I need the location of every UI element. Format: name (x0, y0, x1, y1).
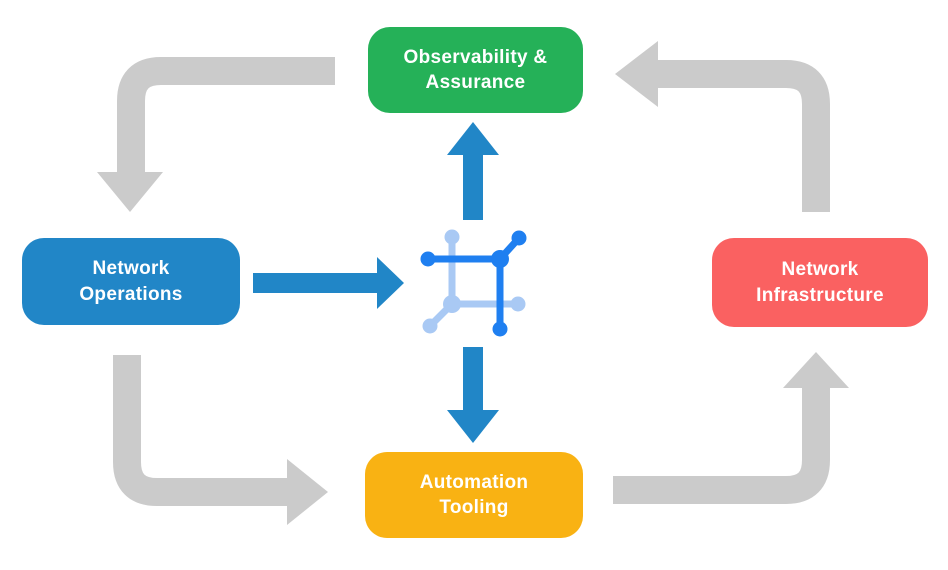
icon-node-lower-left (422, 318, 438, 334)
arrow-shaft (613, 386, 830, 504)
arrowhead-up (783, 352, 849, 388)
node-operations-label: Network Operations (79, 258, 183, 305)
arrowhead-down (447, 410, 499, 443)
arrowhead-right (377, 257, 404, 309)
arrow-shaft (117, 57, 335, 174)
icon-node-left (420, 251, 436, 267)
node-network-operations: Network Operations (22, 238, 240, 325)
node-network-infrastructure: Network Infrastructure (712, 238, 928, 327)
arrowhead-left (615, 41, 658, 107)
network-fabric-icon (420, 229, 527, 337)
arrow-operations-to-automation (113, 355, 328, 525)
arrow-shaft (656, 60, 830, 212)
arrow-center-to-automation (447, 347, 499, 443)
icon-junction-top-right (491, 250, 509, 268)
icon-node-top (444, 229, 460, 245)
node-infrastructure-label: Network Infrastructure (756, 259, 884, 306)
arrow-operations-to-center (253, 257, 404, 309)
node-automation-label: Automation Tooling (419, 471, 529, 518)
arrow-center-to-observability (447, 122, 499, 220)
icon-node-upper-right (511, 230, 527, 246)
icon-dark-segments (420, 230, 527, 337)
icon-light-segments (422, 229, 526, 334)
node-automation-tooling: Automation Tooling (365, 452, 583, 538)
arrowhead-up (447, 122, 499, 155)
arrowhead-right (287, 459, 328, 525)
icon-junction-bottom-left (443, 295, 461, 313)
arrow-automation-to-infrastructure (613, 352, 849, 504)
node-observability-assurance: Observability & Assurance (368, 27, 583, 113)
icon-node-right (510, 296, 526, 312)
arrow-infrastructure-to-observability (615, 41, 830, 212)
arrow-observability-to-operations (97, 57, 335, 212)
icon-node-bottom (492, 321, 508, 337)
arrowhead-down (97, 172, 163, 212)
node-observability-label: Observability & Assurance (403, 46, 548, 93)
arrow-shaft (113, 355, 289, 506)
